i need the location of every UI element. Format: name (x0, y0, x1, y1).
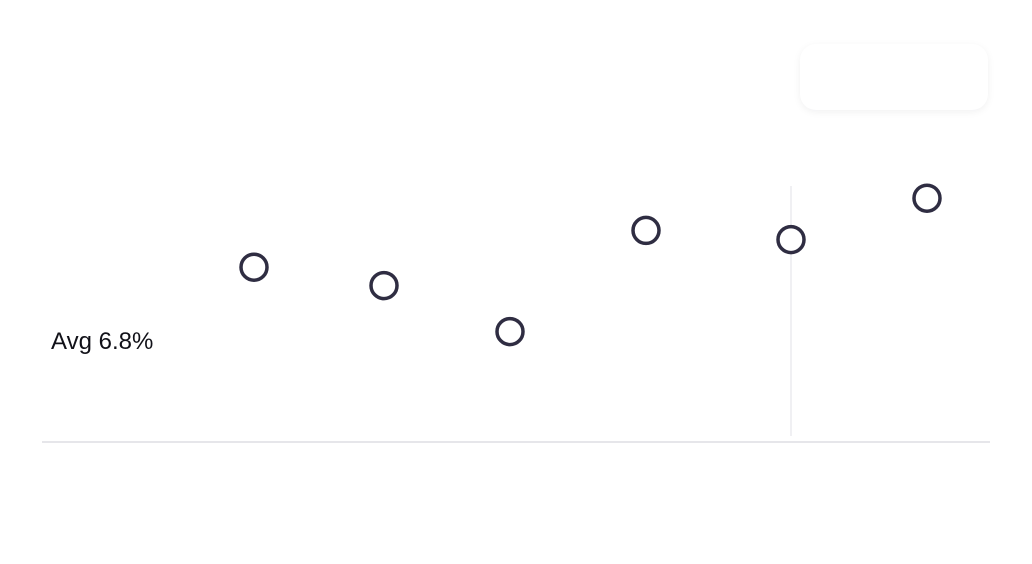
average-label: Avg 6.8% (51, 328, 153, 355)
data-point[interactable] (239, 252, 269, 282)
points-layer (239, 183, 942, 347)
legend-box (800, 44, 988, 110)
data-point[interactable] (912, 183, 942, 213)
data-point[interactable] (631, 215, 661, 246)
data-point[interactable] (776, 224, 806, 255)
data-point[interactable] (495, 316, 525, 347)
data-point[interactable] (369, 270, 399, 301)
